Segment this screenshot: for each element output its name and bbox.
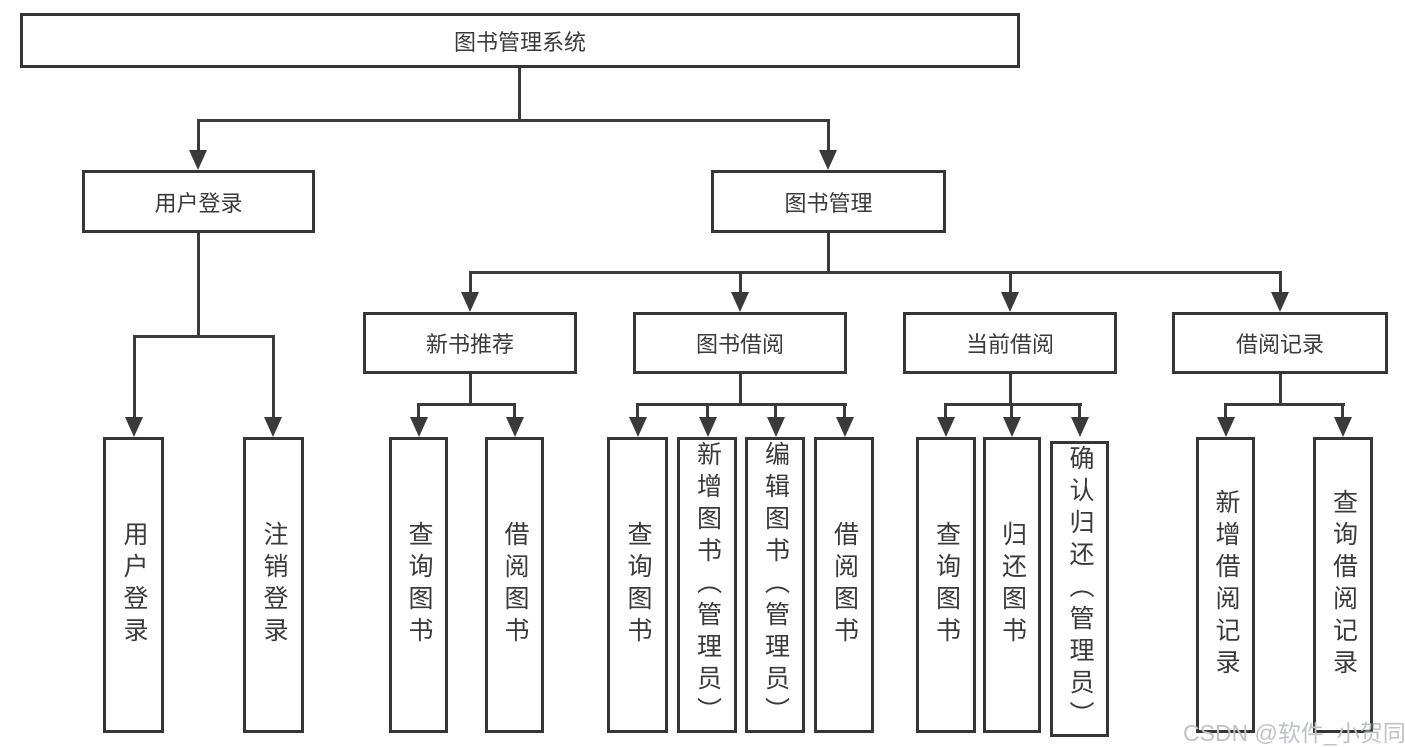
arrow-down-icon <box>264 417 282 437</box>
node-new-book-recommend: 新书推荐 <box>363 312 577 374</box>
arrow-down-icon <box>410 417 428 437</box>
arrow-down-icon <box>836 417 854 437</box>
leaf-current-query-books: 查询图书 <box>916 437 976 733</box>
arrow-down-icon <box>629 417 647 437</box>
connector-line <box>1341 403 1344 419</box>
connector-line <box>739 271 742 294</box>
leaf-user-login: 用户登录 <box>103 437 164 733</box>
connector-line <box>518 68 521 120</box>
connector-line <box>944 403 1082 406</box>
node-root: 图书管理系统 <box>20 13 1020 68</box>
arrow-down-icon <box>189 150 207 170</box>
arrow-down-icon <box>1001 292 1019 312</box>
connector-line <box>944 403 947 419</box>
arrow-down-icon <box>1003 417 1021 437</box>
leaf-current-confirm-return-admin: 确认归还（管理员） <box>1050 441 1109 737</box>
arrow-down-icon <box>1217 417 1235 437</box>
connector-line <box>636 403 847 406</box>
arrow-down-icon <box>125 417 143 437</box>
arrow-down-icon <box>937 417 955 437</box>
arrow-down-icon <box>819 150 837 170</box>
arrow-down-icon <box>506 417 524 437</box>
leaf-borrow-add-books-admin: 新增图书（管理员） <box>677 437 737 733</box>
leaf-recommend-query-books: 查询图书 <box>389 437 448 733</box>
leaf-label: 查询图书 <box>405 521 433 649</box>
arrow-down-icon <box>767 417 785 437</box>
connector-line <box>417 403 420 419</box>
connector-line <box>1224 403 1227 419</box>
leaf-label: 归还图书 <box>998 521 1027 649</box>
connector-line <box>1279 271 1282 294</box>
connector-line <box>774 403 777 419</box>
leaf-label: 新增借阅记录 <box>1212 489 1240 681</box>
connector-line <box>1009 374 1012 406</box>
leaf-label: 查询图书 <box>932 521 961 649</box>
connector-line <box>843 403 846 419</box>
arrow-down-icon <box>1334 417 1352 437</box>
leaf-label: 用户登录 <box>120 521 148 649</box>
connector-line <box>636 403 639 419</box>
connector-line <box>1010 403 1013 419</box>
node-user-login: 用户登录 <box>82 170 315 233</box>
connector-line <box>469 271 1282 274</box>
connector-line <box>197 233 200 337</box>
leaf-borrow-edit-books-admin: 编辑图书（管理员） <box>745 437 805 733</box>
connector-line <box>827 233 830 274</box>
connector-line <box>197 119 830 122</box>
node-current-borrow: 当前借阅 <box>903 312 1117 374</box>
leaf-label: 编辑图书（管理员） <box>761 441 790 729</box>
leaf-label: 借阅图书 <box>830 521 859 649</box>
csdn-watermark: CSDN @软件_小贺同学 <box>1183 720 1405 746</box>
connector-line <box>739 374 742 406</box>
connector-line <box>1078 403 1081 419</box>
connector-line <box>1009 271 1012 294</box>
connector-line <box>133 335 136 419</box>
connector-line <box>513 403 516 419</box>
leaf-recommend-borrow-books: 借阅图书 <box>485 437 544 733</box>
leaf-current-return-books: 归还图书 <box>983 437 1041 733</box>
connector-line <box>133 335 275 338</box>
connector-line <box>197 119 200 152</box>
connector-line <box>272 335 275 419</box>
connector-line <box>469 374 472 406</box>
node-book-borrow: 图书借阅 <box>633 312 847 374</box>
leaf-label: 新增图书（管理员） <box>693 441 722 729</box>
leaf-borrow-borrow-books: 借阅图书 <box>814 437 874 733</box>
leaf-label: 确认归还（管理员） <box>1066 445 1094 733</box>
connector-line <box>1279 374 1282 406</box>
connector-line <box>827 119 830 152</box>
arrow-down-icon <box>1071 417 1089 437</box>
node-borrow-records: 借阅记录 <box>1172 312 1388 374</box>
leaf-label: 查询图书 <box>624 521 652 649</box>
leaf-label: 查询借阅记录 <box>1329 489 1358 681</box>
arrow-down-icon <box>731 292 749 312</box>
arrow-down-icon <box>461 292 479 312</box>
node-book-management: 图书管理 <box>711 170 946 233</box>
leaf-borrow-query-books: 查询图书 <box>607 437 668 733</box>
connector-line <box>1224 403 1345 406</box>
arrow-down-icon <box>1271 292 1289 312</box>
leaf-label: 借阅图书 <box>501 521 529 649</box>
connector-line <box>469 271 472 294</box>
leaf-logout: 注销登录 <box>243 437 304 733</box>
leaf-records-query-record: 查询借阅记录 <box>1313 437 1373 733</box>
leaf-records-add-record: 新增借阅记录 <box>1196 437 1255 733</box>
leaf-label: 注销登录 <box>260 521 288 649</box>
connector-line <box>417 403 516 406</box>
connector-line <box>706 403 709 419</box>
arrow-down-icon <box>699 417 717 437</box>
